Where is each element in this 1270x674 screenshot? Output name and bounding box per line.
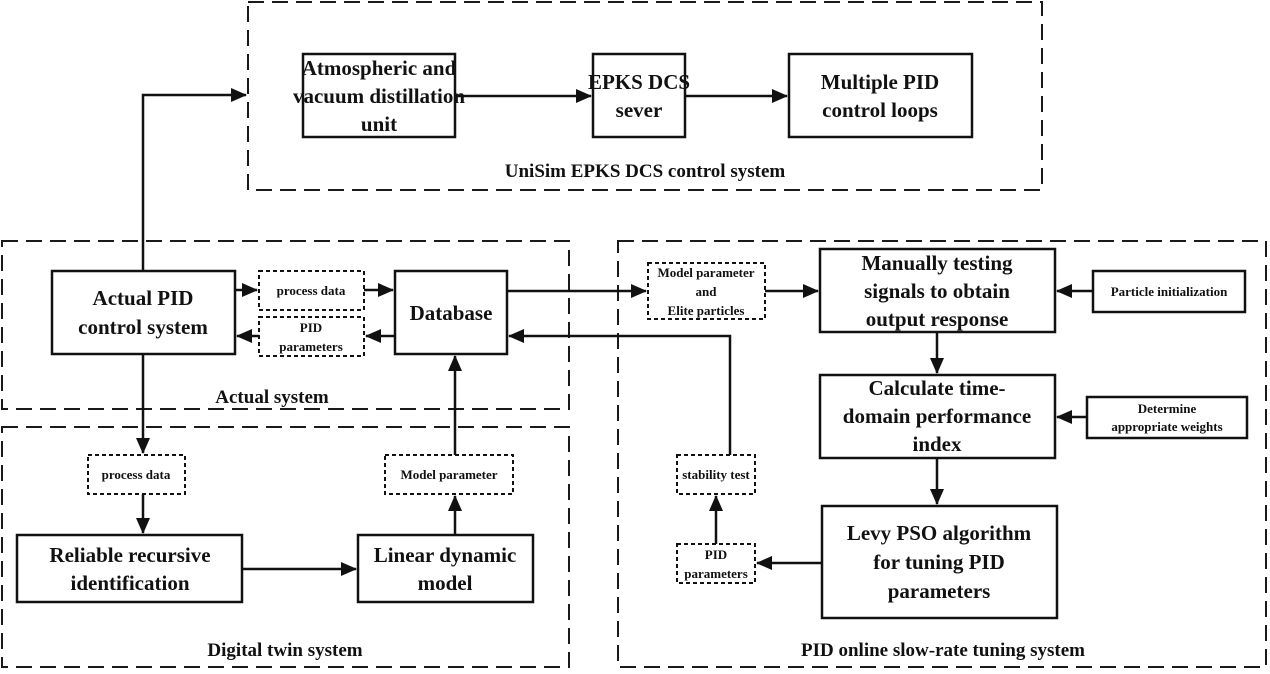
svg-text:Model parameter: Model parameter xyxy=(657,265,754,280)
region-digital-twin xyxy=(1,426,570,668)
label-manual-testing: Manually testing signals to obtain outpu… xyxy=(861,251,1013,331)
tag-stability-test[interactable] xyxy=(676,454,756,495)
label-particle-init: Particle initialization xyxy=(1111,284,1228,299)
label-determine-weights: Determine appropriate weights xyxy=(1111,401,1222,434)
region-tuning-system xyxy=(617,240,1267,668)
label-stability-test: stability test xyxy=(682,467,750,482)
svg-text:domain performance: domain performance xyxy=(843,404,1031,428)
tag-process-data-twin[interactable] xyxy=(87,454,186,495)
svg-text:unit: unit xyxy=(361,112,397,136)
tag-pid-parameters-actual[interactable] xyxy=(258,316,365,357)
svg-text:parameters: parameters xyxy=(684,566,748,581)
arrow-stability-to-database xyxy=(508,329,732,455)
svg-text:Actual PID: Actual PID xyxy=(93,286,194,310)
label-process-data-twin: process data xyxy=(102,467,171,482)
label-reliable-identification: Reliable recursive identification xyxy=(49,543,210,595)
label-pid-parameters-tuning: PID parameters xyxy=(684,547,748,581)
svg-text:control system: control system xyxy=(78,315,208,339)
label-pid-parameters-actual: PID parameters xyxy=(279,320,343,354)
region-title-actual: Actual system xyxy=(215,387,329,408)
node-linear-dynamic-model[interactable] xyxy=(356,533,535,604)
node-particle-initialization[interactable] xyxy=(1091,269,1247,314)
node-calculate-index[interactable] xyxy=(818,373,1057,460)
svg-text:Multiple PID: Multiple PID xyxy=(821,70,939,94)
label-multiple-pid: Multiple PID control loops xyxy=(821,70,939,122)
region-title-twin: Digital twin system xyxy=(207,640,362,661)
svg-text:index: index xyxy=(912,432,962,456)
svg-text:PID: PID xyxy=(705,547,727,562)
node-manual-testing[interactable] xyxy=(818,247,1057,334)
tag-process-data-actual[interactable] xyxy=(258,270,365,311)
svg-text:model: model xyxy=(418,571,473,595)
svg-text:Linear dynamic: Linear dynamic xyxy=(374,543,517,567)
svg-text:vacuum distillation: vacuum distillation xyxy=(293,84,465,108)
svg-text:Atmospheric and: Atmospheric and xyxy=(302,56,457,80)
tag-model-parameter-twin[interactable] xyxy=(384,454,514,495)
svg-text:Manually testing: Manually testing xyxy=(861,251,1013,275)
label-actual-pid: Actual PID control system xyxy=(78,286,208,339)
region-actual-system xyxy=(1,240,570,410)
region-title-unisim: UniSim EPKS DCS control system xyxy=(505,161,786,182)
label-linear-model: Linear dynamic model xyxy=(374,543,517,595)
node-actual-pid-control[interactable] xyxy=(50,269,237,356)
svg-text:identification: identification xyxy=(71,571,190,595)
label-atmospheric-unit: Atmospheric and vacuum distillation unit xyxy=(293,56,465,136)
node-determine-weights[interactable] xyxy=(1085,395,1249,440)
arrow-actual-to-unisim xyxy=(141,88,247,271)
svg-text:sever: sever xyxy=(616,98,663,122)
svg-text:output response: output response xyxy=(866,307,1009,331)
svg-text:Elite particles: Elite particles xyxy=(668,303,745,318)
svg-text:control loops: control loops xyxy=(822,98,938,122)
svg-text:Levy PSO algorithm: Levy PSO algorithm xyxy=(847,521,1032,545)
label-epks-server: EPKS DCS sever xyxy=(588,70,690,122)
label-database: Database xyxy=(410,301,493,325)
label-model-parameter-twin: Model parameter xyxy=(400,467,497,482)
region-unisim xyxy=(247,1,1043,191)
svg-text:appropriate weights: appropriate weights xyxy=(1111,419,1222,434)
region-title-tuning: PID online slow-rate tuning system xyxy=(801,640,1085,661)
svg-text:and: and xyxy=(696,284,718,299)
node-multiple-pid-loops[interactable] xyxy=(787,52,974,139)
node-reliable-identification[interactable] xyxy=(15,533,244,604)
node-levy-pso[interactable] xyxy=(820,504,1059,620)
tag-model-elite[interactable] xyxy=(647,262,766,320)
label-process-data-actual: process data xyxy=(277,283,346,298)
svg-text:signals to obtain: signals to obtain xyxy=(864,279,1010,303)
svg-text:Calculate time-: Calculate time- xyxy=(868,376,1005,400)
node-database[interactable] xyxy=(393,269,509,356)
svg-text:EPKS DCS: EPKS DCS xyxy=(588,70,690,94)
label-levy-pso: Levy PSO algorithm for tuning PID parame… xyxy=(847,521,1032,603)
svg-text:parameters: parameters xyxy=(888,579,991,603)
label-calc-index: Calculate time- domain performance index xyxy=(843,376,1031,456)
node-atmospheric-unit[interactable] xyxy=(301,52,457,139)
svg-text:PID: PID xyxy=(300,320,322,335)
svg-text:parameters: parameters xyxy=(279,339,343,354)
label-model-elite: Model parameter and Elite particles xyxy=(657,265,754,318)
svg-text:Reliable recursive: Reliable recursive xyxy=(49,543,210,567)
node-epks-dcs-server[interactable] xyxy=(591,52,687,139)
svg-text:for tuning PID: for tuning PID xyxy=(873,550,1004,574)
svg-text:Determine: Determine xyxy=(1138,401,1197,416)
